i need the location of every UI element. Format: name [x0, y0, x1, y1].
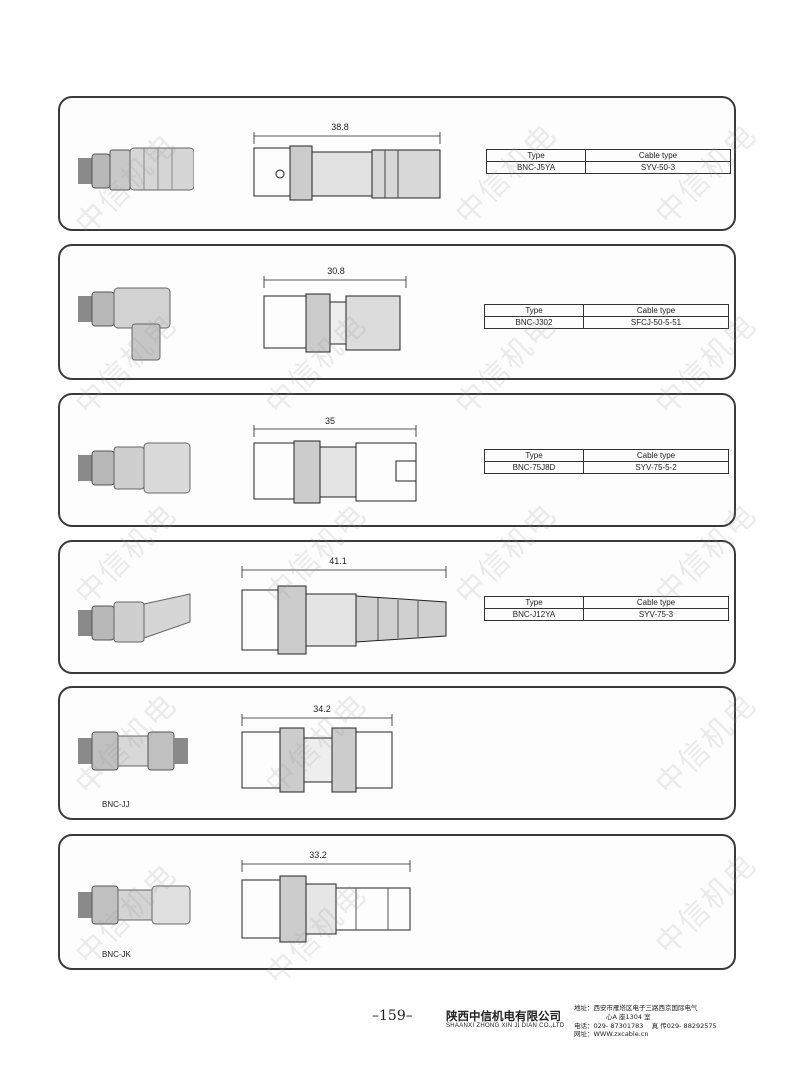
type-value: BNC-J5YA: [486, 161, 586, 174]
cable-header: Cable type: [585, 149, 731, 162]
cable-header: Cable type: [583, 449, 729, 462]
product-panel-bnc-jk: BNC-JK 33.2: [58, 834, 736, 970]
website: 网址：WWW.zxcable.cn: [574, 1030, 649, 1039]
dimension-label: 33.2: [309, 850, 327, 860]
connector-drawing: [263, 276, 407, 353]
cable-value: SYV-75-3: [583, 608, 729, 621]
connector-drawing: [241, 860, 411, 943]
dimension-label: 41.1: [329, 556, 347, 566]
type-value: BNC-J12YA: [484, 608, 584, 621]
dimension-label: 35: [324, 416, 335, 426]
connector-photo: [78, 287, 171, 361]
address-line: 地址：西安市雁塔区电子三路西京国际电气: [574, 1004, 698, 1012]
phone: 电话：029- 87301783: [574, 1021, 644, 1030]
model-caption: BNC-JJ: [102, 800, 130, 809]
connector-drawing: [253, 425, 417, 504]
connector-drawing: [241, 714, 393, 793]
connector-photo: [78, 593, 191, 643]
product-panel-bnc-jj: BNC-JJ 34.2: [58, 686, 736, 820]
contact-info: 地址：西安市雁塔区电子三路西京国际电气 心A 座1304 室 电话：029- 8…: [574, 1004, 717, 1039]
cable-header: Cable type: [583, 596, 729, 609]
page-number: –159–: [372, 1008, 413, 1024]
company-name-cn: 陕西中信机电有限公司: [446, 1009, 561, 1023]
connector-drawing: [253, 132, 441, 201]
type-header: Type: [484, 304, 584, 317]
connector-photo: [78, 885, 191, 925]
dimension-label: 30.8: [327, 266, 345, 276]
cable-value: SYV-75-5-2: [583, 461, 729, 474]
connector-photo: [78, 731, 188, 771]
connector-drawing: [241, 566, 447, 655]
address-line: 心A 座1304 室: [606, 1012, 651, 1021]
cable-value: SYV-50-3: [585, 161, 731, 174]
connector-photo: [78, 442, 191, 494]
cable-value: SFCJ-50-5-51: [583, 316, 729, 329]
type-header: Type: [484, 596, 584, 609]
page-footer: –159– 陕西中信机电有限公司 SHAANXI ZHONG XIN JI DI…: [0, 1003, 794, 1043]
type-value: BNC-75J8D: [484, 461, 584, 474]
fax: 真 传029- 88292575: [651, 1021, 717, 1030]
company-name-en: SHAANXI ZHONG XIN JI DIAN CO.,LTD: [446, 1023, 565, 1029]
cable-header: Cable type: [583, 304, 729, 317]
dimension-label: 34.2: [313, 704, 331, 714]
type-header: Type: [484, 449, 584, 462]
model-caption: BNC-JK: [102, 950, 131, 959]
type-value: BNC-J302: [484, 316, 584, 329]
phone-fax-line: 电话：029- 87301783 真 传029- 88292575: [574, 1022, 717, 1031]
connector-photo: [78, 147, 194, 191]
type-header: Type: [486, 149, 586, 162]
dimension-label: 38.8: [331, 122, 349, 132]
